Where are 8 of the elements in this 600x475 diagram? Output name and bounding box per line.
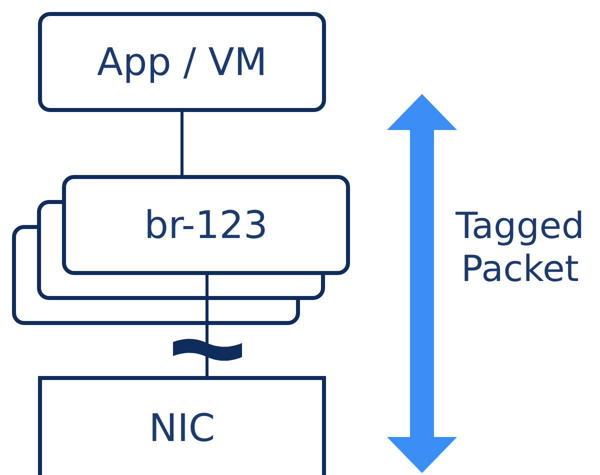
side-label: Tagged Packet <box>454 205 586 292</box>
node-label: NIC <box>148 406 216 450</box>
connector-line <box>180 112 184 175</box>
node-label: br-123 <box>144 203 268 247</box>
component-box <box>38 376 326 475</box>
component-box <box>62 175 350 275</box>
node-label: App / VM <box>97 40 267 84</box>
component-box <box>38 12 326 112</box>
